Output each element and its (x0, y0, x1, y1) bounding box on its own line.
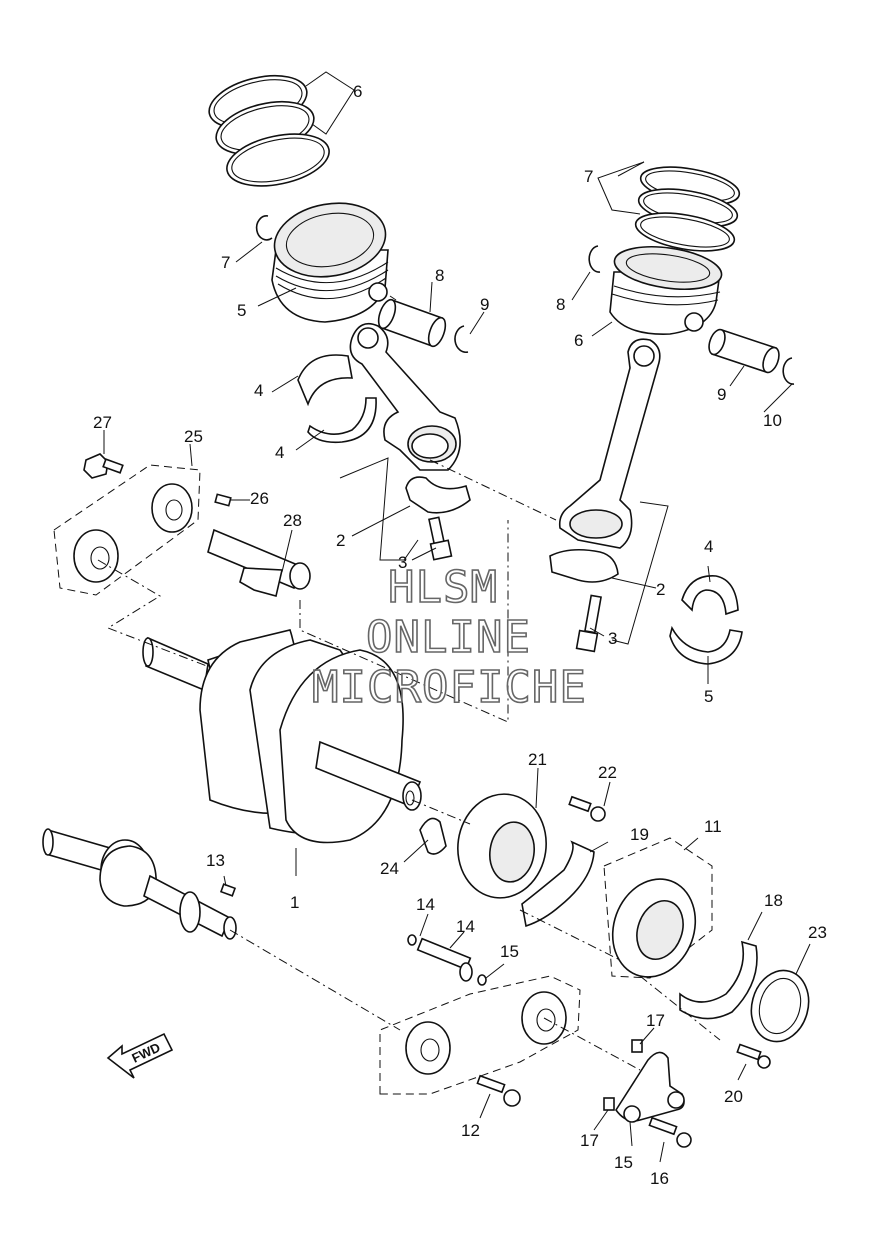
callout-9b: 10 (763, 411, 782, 430)
callout-17a: 17 (646, 1011, 665, 1030)
watermark-line-1: HLSM (388, 562, 498, 613)
balancer-shaft (42, 828, 237, 940)
gear-lower-a (405, 1021, 451, 1075)
crankshaft (142, 629, 422, 844)
callout-23: 23 (808, 923, 827, 942)
watermark: HLSM ONLINE MICROFICHE (311, 561, 587, 714)
callout-19: 19 (630, 825, 649, 844)
bolt-11 (476, 1074, 521, 1107)
callout-17b: 17 (580, 1131, 599, 1150)
key-26 (214, 493, 232, 507)
circlip-right-a (588, 245, 601, 273)
thrust-washer-23 (750, 969, 810, 1043)
group-box-lower (379, 975, 581, 1095)
bearing-upper-right (681, 575, 739, 616)
rod-cap-left (405, 476, 471, 514)
gear-10 (611, 878, 697, 978)
oil-seal-24 (419, 817, 447, 855)
bolt-27 (83, 453, 124, 479)
callout-11: 12 (461, 1121, 480, 1140)
callout-4d: 5 (704, 687, 713, 706)
callout-numbers: 6 7 7 5 8 9 8 6 9 10 4 4 27 25 26 28 2 3… (93, 82, 827, 1188)
bracket-15 (615, 1051, 685, 1123)
callout-4b: 4 (275, 443, 284, 462)
circlip-right-b (782, 357, 795, 385)
callout-3a: 3 (398, 553, 407, 572)
bolt-20 (736, 1043, 771, 1069)
woodruff-key-12 (219, 883, 237, 897)
callout-22: 22 (598, 763, 617, 782)
balancer-weight-28 (207, 528, 311, 597)
bearing-upper-left (297, 354, 353, 407)
callout-7a: 7 (221, 253, 230, 272)
forward-arrow-icon: FWD (106, 1032, 174, 1079)
piston-pin-left (377, 298, 447, 348)
callout-14a: 14 (416, 895, 435, 914)
piston-rings-left (208, 74, 330, 187)
callout-12: 13 (206, 851, 225, 870)
circlip-left-b (454, 325, 469, 354)
bearing-lower-left (307, 397, 377, 444)
o-ring-14b (477, 974, 487, 986)
group-box-25 (53, 464, 201, 596)
bearing-19 (521, 840, 595, 928)
callout-6b: 7 (584, 167, 593, 186)
callout-26: 26 (250, 489, 269, 508)
callout-20: 20 (724, 1087, 743, 1106)
callout-8b: 9 (717, 385, 726, 404)
piston-left (271, 202, 389, 323)
connecting-rod-left (349, 322, 461, 471)
callout-7b: 8 (556, 295, 565, 314)
callout-28: 28 (283, 511, 302, 530)
plate-21 (457, 793, 547, 899)
callout-4c: 4 (704, 537, 713, 556)
bearing-18 (679, 940, 758, 1020)
callout-3b: 3 (608, 629, 617, 648)
connecting-rod-right (558, 338, 661, 549)
callout-10: 11 (704, 817, 722, 836)
callout-15: 15 (614, 1153, 633, 1172)
callout-5b: 6 (574, 331, 583, 350)
leader-lines (103, 71, 811, 1163)
group-box-10 (603, 837, 713, 979)
piston-pin-right (708, 328, 780, 374)
callout-14b: 15 (500, 942, 519, 961)
circlip-left-a (255, 215, 273, 241)
watermark-line-2: ONLINE (366, 612, 531, 663)
bolt-16 (648, 1116, 692, 1148)
callout-6a: 6 (353, 82, 362, 101)
callout-9a: 9 (480, 295, 489, 314)
callout-27: 27 (93, 413, 112, 432)
bearing-lower-right (669, 625, 743, 665)
gear-25a (151, 483, 193, 533)
rod-bolt-left (428, 516, 453, 561)
dowel-17b (603, 1097, 615, 1111)
callout-8a: 8 (435, 266, 444, 285)
callout-4a: 4 (254, 381, 263, 400)
callout-18: 18 (764, 891, 783, 910)
gear-25b (73, 529, 119, 583)
piston-rings-right (634, 166, 741, 252)
callout-2b: 2 (656, 580, 665, 599)
center-lines (97, 295, 721, 1071)
callout-1: 1 (290, 893, 299, 912)
callout-5a: 5 (237, 301, 246, 320)
callout-24: 24 (380, 859, 399, 878)
o-ring-14a (407, 934, 417, 946)
callout-16: 16 (650, 1169, 669, 1188)
callout-25: 25 (184, 427, 203, 446)
piston-right (609, 246, 723, 335)
bolt-22 (568, 795, 606, 822)
callout-21: 21 (528, 750, 547, 769)
shaft-13 (416, 937, 473, 982)
rod-bolt-right (575, 594, 602, 653)
rod-cap-right (549, 548, 619, 583)
watermark-line-3: MICROFICHE (312, 662, 587, 713)
dowel-17a (631, 1039, 643, 1053)
callout-13: 14 (456, 917, 475, 936)
callout-2a: 2 (336, 531, 345, 550)
